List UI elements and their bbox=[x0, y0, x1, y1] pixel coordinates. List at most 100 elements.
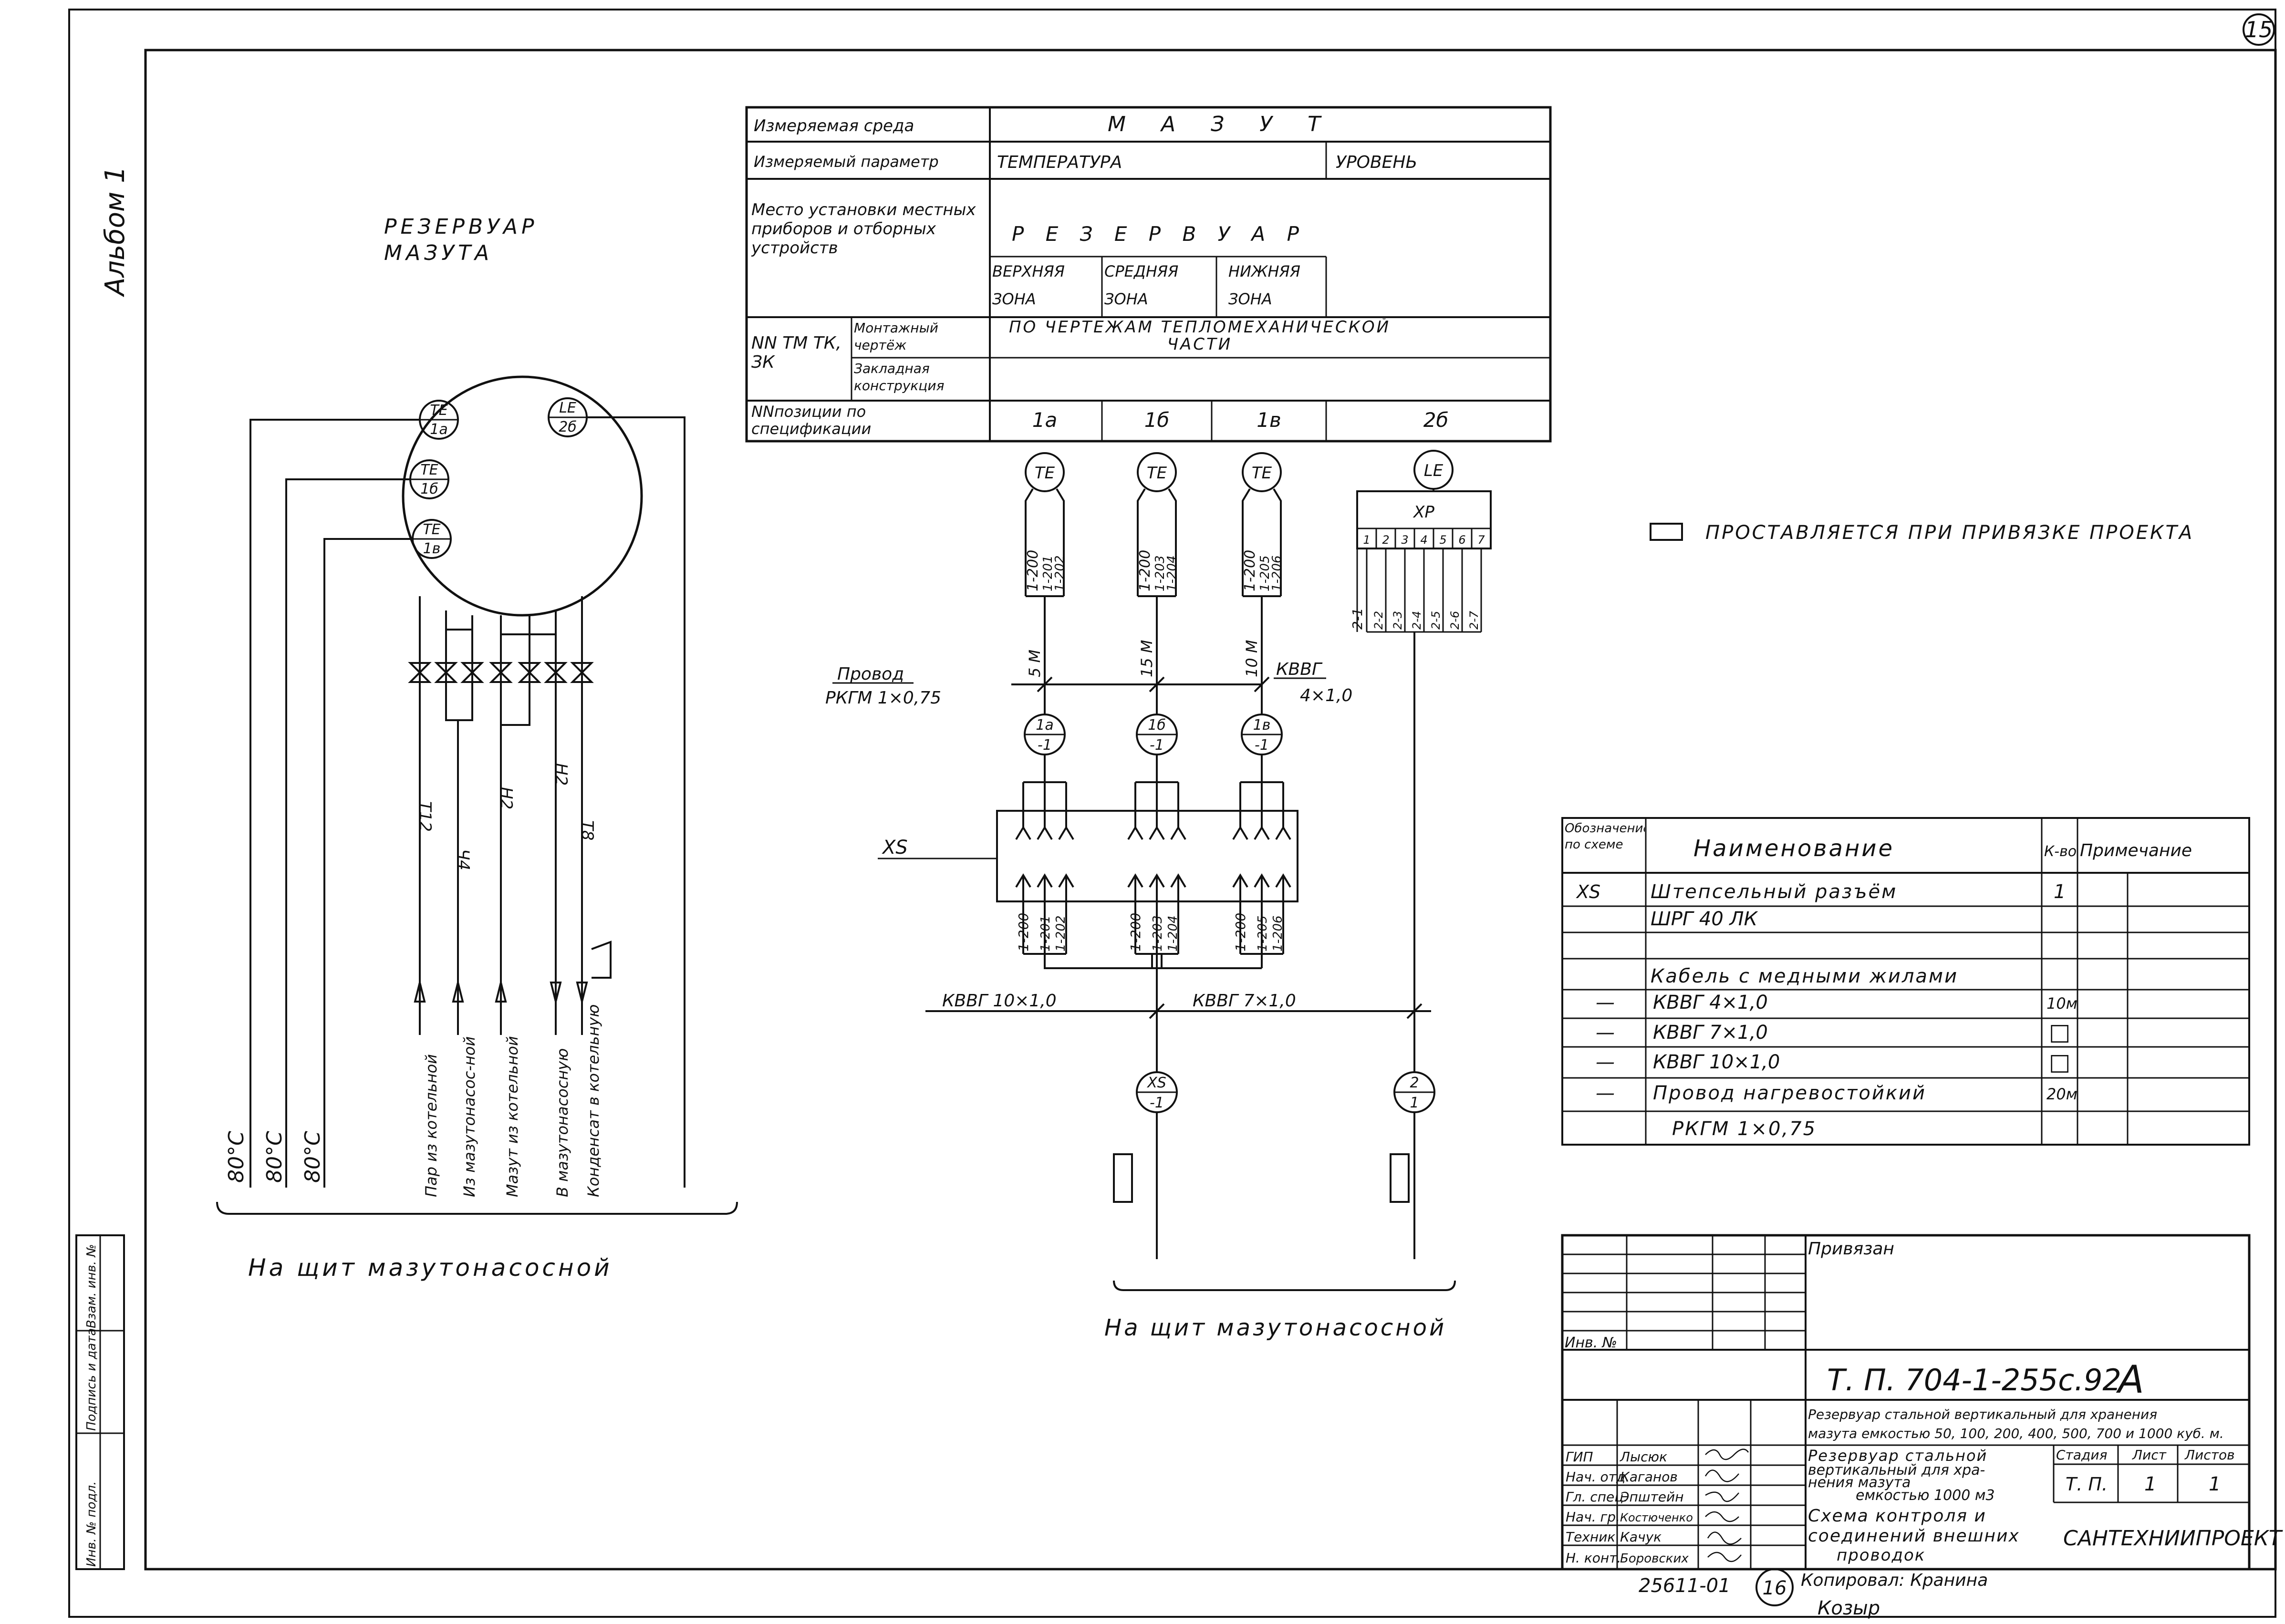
length-1: 5 М bbox=[1026, 650, 1044, 677]
tank-circle bbox=[402, 375, 643, 617]
junction-1a: 1а -1 bbox=[1024, 714, 1066, 755]
tb-drawing-code: Т. П. 704-1-255с.92 bbox=[1827, 1363, 2121, 1397]
row-place-value: Р Е З Е Р В У А Р bbox=[1012, 222, 1307, 246]
pos-1b: 1б bbox=[1144, 408, 1170, 432]
signature-scrawl: Козыр bbox=[1818, 1597, 1880, 1619]
svg-text:2-1: 2-1 bbox=[1350, 608, 1365, 630]
spec-h-code: Обозначение по схеме bbox=[1565, 821, 1645, 852]
tb-role-2: Нач. отд. bbox=[1566, 1469, 1630, 1485]
tb-sheet-h: Лист bbox=[2132, 1447, 2167, 1463]
xs-wire-1-205: 1-205 bbox=[1256, 915, 1270, 952]
tb-name-4: Костюченко bbox=[1620, 1511, 1693, 1524]
svg-text:-1: -1 bbox=[1150, 737, 1164, 754]
wire-3-1-200: 1-200 bbox=[1242, 550, 1258, 591]
row-nn-value: ПО ЧЕРТЕЖАМ ТЕПЛОМЕХАНИЧЕСКОЙ ЧАСТИ bbox=[1008, 319, 1391, 354]
copy-no: 16 bbox=[1763, 1577, 1787, 1599]
tb-role-5: Техник bbox=[1566, 1529, 1615, 1545]
svg-text:LE: LE bbox=[559, 400, 576, 416]
wire-1-203: 1-203 bbox=[1153, 555, 1167, 591]
row-nn-sub1: Монтажный чертёж bbox=[854, 320, 938, 353]
wire-1-204: 1-204 bbox=[1165, 555, 1179, 591]
row-pos-label: NNпозиции по спецификации bbox=[751, 403, 872, 438]
row-param-level: УРОВЕНЬ bbox=[1336, 153, 1417, 172]
tb-name-6: Боровских bbox=[1620, 1552, 1689, 1566]
svg-text:2-5: 2-5 bbox=[1429, 611, 1443, 630]
svg-text:2б: 2б bbox=[559, 419, 577, 435]
spec-row1-qty: 1 bbox=[2054, 881, 2066, 903]
tank-brace bbox=[216, 1201, 738, 1215]
pipe-code-1: Т12 bbox=[415, 801, 435, 832]
row-place-label: Место установки местных приборов и отбор… bbox=[751, 200, 976, 258]
svg-text:-1: -1 bbox=[1038, 737, 1052, 754]
placeholder-box-right bbox=[1390, 1153, 1410, 1203]
tb-name-5: Качук bbox=[1620, 1529, 1662, 1545]
tb-sheet-title-4: емкостью 1000 м3 bbox=[1856, 1487, 1995, 1504]
strip-signature-date: Подпись и дата bbox=[84, 1328, 99, 1431]
xs-wire-1-201: 1-201 bbox=[1039, 915, 1053, 952]
zone-bottom: НИЖНЯЯ ЗОНА bbox=[1228, 262, 1300, 308]
row-param-temp: ТЕМПЕРАТУРА bbox=[997, 153, 1122, 172]
pipe-code-3: Н2 bbox=[497, 787, 516, 809]
archive-no: 25611-01 bbox=[1639, 1575, 1731, 1597]
tb-sheets-h: Листов bbox=[2184, 1447, 2235, 1463]
spec-table: Обозначение по схеме Наименование К-во П… bbox=[1561, 817, 2250, 1146]
svg-text:2: 2 bbox=[1382, 533, 1389, 547]
wire-label-1: Провод bbox=[837, 664, 904, 684]
tb-sheet-title-6: соединений внешних bbox=[1808, 1526, 2020, 1546]
schem-sensor-te-3: TE bbox=[1242, 452, 1282, 492]
junction-1v: 1в -1 bbox=[1241, 714, 1283, 755]
pos-2b: 2б bbox=[1423, 408, 1449, 432]
tb-role-1: ГИП bbox=[1566, 1449, 1593, 1465]
cable-bottom-2: КВВГ 7×1,0 bbox=[1193, 991, 1296, 1011]
xs-wire-1-206: 1-206 bbox=[1271, 915, 1285, 952]
svg-text:TE: TE bbox=[1147, 464, 1167, 483]
placeholder-box-left bbox=[1113, 1153, 1133, 1203]
pipe-label-1: Пар из котельной bbox=[422, 1054, 440, 1197]
spec-row7-name: КВВГ 10×1,0 bbox=[1653, 1051, 1780, 1073]
spec-row4-name: Кабель с медными жилами bbox=[1651, 965, 1958, 987]
xs-wire-3-1-200: 1-200 bbox=[1233, 913, 1248, 952]
tb-stage-h: Стадия bbox=[2056, 1447, 2107, 1463]
main-table: Измеряемая среда М А З У Т Измеряемый па… bbox=[745, 106, 1552, 443]
pipe-code-2: Ч4 bbox=[454, 849, 473, 870]
svg-text:2-6: 2-6 bbox=[1448, 611, 1462, 630]
svg-text:TE: TE bbox=[1035, 464, 1055, 483]
svg-text:TE: TE bbox=[420, 462, 438, 478]
tb-inv-no: Инв. № bbox=[1565, 1334, 1617, 1351]
wire-1-205: 1-205 bbox=[1258, 555, 1272, 591]
spec-row5-name: КВВГ 4×1,0 bbox=[1653, 992, 1768, 1014]
tank-flow-arrows bbox=[414, 941, 612, 1003]
tank-sensor-te-1b: TE 1б bbox=[409, 459, 449, 499]
pipe-label-3: Мазут из котельной bbox=[503, 1036, 521, 1197]
spec-row6-code: — bbox=[1596, 1022, 1615, 1044]
svg-text:1в: 1в bbox=[423, 540, 441, 557]
cable-top-2: 4×1,0 bbox=[1300, 686, 1352, 705]
svg-text:6: 6 bbox=[1458, 533, 1465, 547]
temp-label-2: 80°С bbox=[262, 1131, 287, 1183]
tb-sheet-title-2: вертикальный для хра- bbox=[1808, 1462, 1985, 1479]
svg-text:LE: LE bbox=[1424, 461, 1444, 480]
strip-inv-no: Инв. № подл. bbox=[84, 1481, 99, 1567]
spec-row5-qty: 10м bbox=[2046, 994, 2077, 1013]
xs-wire-1-202: 1-202 bbox=[1054, 915, 1068, 952]
svg-text:TE: TE bbox=[1252, 464, 1272, 483]
pipe-label-4: В мазутонасосную bbox=[553, 1048, 571, 1197]
svg-text:TE: TE bbox=[430, 402, 447, 419]
legend-text: ПРОСТАВЛЯЕТСЯ ПРИ ПРИВЯЗКЕ ПРОЕКТА bbox=[1705, 522, 2194, 544]
svg-text:-1: -1 bbox=[1150, 1095, 1164, 1111]
svg-text:5: 5 bbox=[1439, 533, 1446, 547]
tb-name-1: Лысюк bbox=[1620, 1449, 1667, 1465]
svg-text:1: 1 bbox=[1363, 533, 1370, 547]
tb-name-3: Эпштейн bbox=[1620, 1489, 1684, 1505]
xp-label: XP bbox=[1413, 503, 1434, 522]
tb-sheet-title-5: Схема контроля и bbox=[1808, 1506, 1986, 1526]
tank-sensor-te-1a: TE 1а bbox=[419, 400, 459, 440]
spec-row8-name: Провод нагревостойкий bbox=[1653, 1082, 1926, 1104]
strip-replaced-inv: Взам. инв. № bbox=[84, 1244, 99, 1328]
xs-wire-1-200: 1-200 bbox=[1016, 913, 1031, 952]
pos-1v: 1в bbox=[1257, 408, 1281, 432]
xs-wire-1-203: 1-203 bbox=[1151, 915, 1165, 952]
junction-1b: 1б -1 bbox=[1136, 714, 1178, 755]
page-number-circle bbox=[2243, 13, 2275, 46]
tank-footer: На щит мазутонасосной bbox=[248, 1254, 613, 1282]
